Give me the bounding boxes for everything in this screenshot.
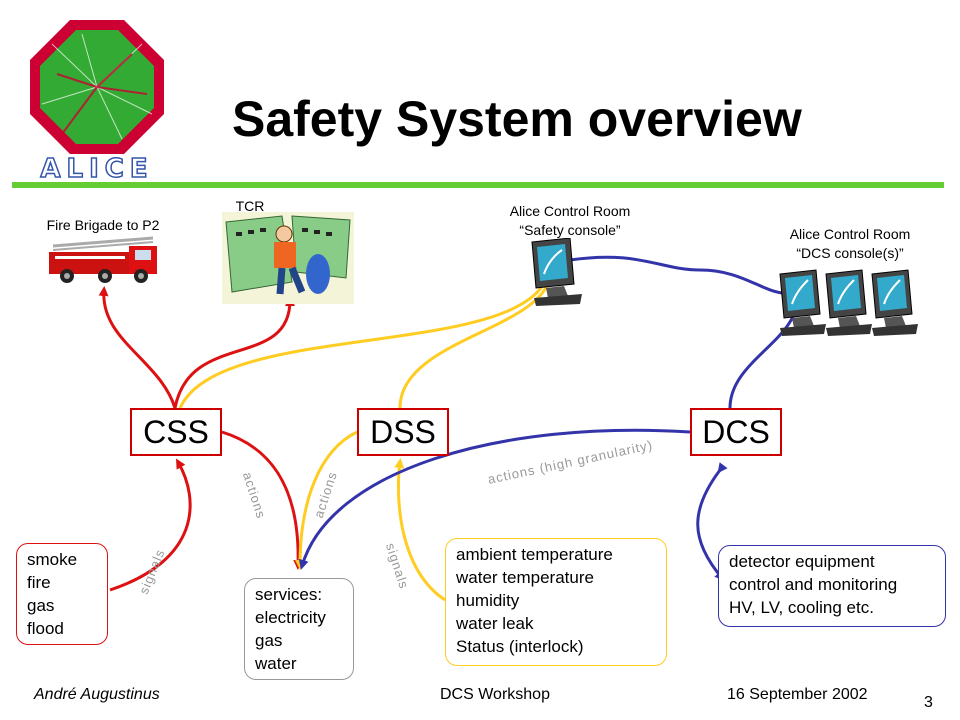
fire-truck-icon [45, 236, 160, 286]
status-interlock: Status (interlock) [456, 637, 584, 656]
ambient-temperature: ambient temperature [456, 545, 613, 564]
tcr-label: TCR [235, 198, 265, 214]
title-divider [12, 182, 944, 188]
edge-css-fire-brigade [98, 286, 177, 409]
safety-console-monitor-icon [528, 238, 584, 308]
service-electricity: electricity [255, 608, 326, 627]
footer-event: DCS Workshop [440, 686, 550, 703]
service-gas: gas [255, 631, 283, 650]
water-leak: water leak [456, 614, 534, 633]
hazards-node: smoke fire gas flood [16, 543, 108, 645]
footer-author: André Augustinus [34, 686, 160, 703]
water-temperature: water temperature [456, 568, 594, 587]
alice-logo: ALICE [12, 14, 182, 185]
hazard-gas: gas [27, 596, 55, 615]
detector-equipment: detector equipment [729, 552, 875, 571]
dcs-console-label-2: “DCS console(s)” [796, 245, 904, 261]
humidity: humidity [456, 591, 520, 610]
edge-dcs-services [298, 428, 691, 570]
hazard-fire: fire [27, 573, 51, 592]
edge-safety-dcs-console [569, 255, 783, 295]
hazard-flood: flood [27, 619, 64, 638]
dcs-console-label-1: Alice Control Room [789, 226, 911, 242]
hv-lv-cooling: HV, LV, cooling etc. [729, 598, 874, 617]
control-room-icon [222, 212, 354, 304]
dss-box: DSS [357, 408, 449, 456]
services-heading: services: [255, 585, 323, 604]
detector-node: detector equipment control and monitorin… [718, 545, 946, 627]
fire-brigade-label: Fire Brigade to P2 [46, 217, 160, 233]
service-water: water [255, 654, 297, 673]
ambient-node: ambient temperature water temperature hu… [445, 538, 667, 666]
edge-css-tcr [173, 296, 295, 409]
edge-hazards-css [109, 458, 192, 592]
alice-logo-text: ALICE [40, 153, 154, 185]
page-title: Safety System overview [232, 91, 802, 147]
edge-dcs-detector [696, 462, 728, 582]
safety-console-label-1: Alice Control Room [509, 203, 631, 219]
edge-css-services [221, 430, 304, 570]
page-number: 3 [924, 694, 933, 711]
services-node: services: electricity gas water [244, 578, 354, 680]
dcs-console-monitors-icon [776, 268, 926, 340]
control-monitoring: control and monitoring [729, 575, 898, 594]
dcs-box: DCS [690, 408, 782, 456]
safety-console-label-2: “Safety console” [519, 222, 621, 238]
edge-ambient-dss [394, 458, 446, 602]
hazard-smoke: smoke [27, 550, 78, 569]
css-box: CSS [130, 408, 222, 456]
edge-dss-safety-console [398, 273, 554, 409]
edge-css-safety-console [178, 271, 551, 409]
edge-dss-services [295, 430, 358, 570]
footer-date: 16 September 2002 [727, 686, 868, 703]
